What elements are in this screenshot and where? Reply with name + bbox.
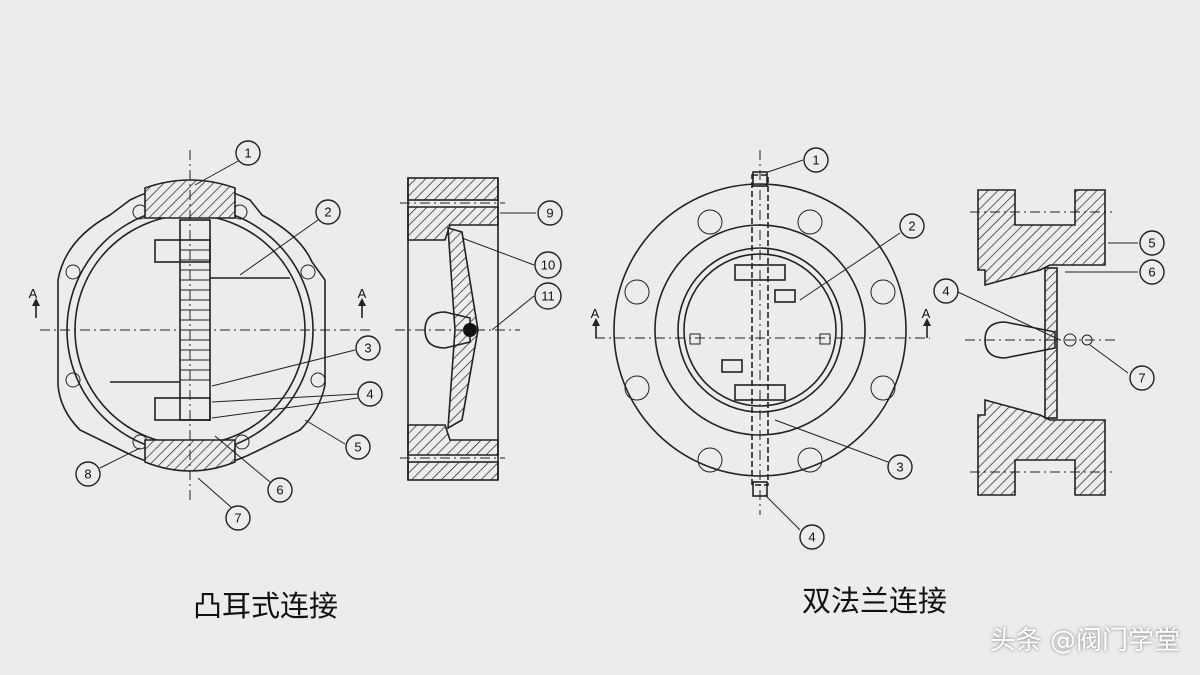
callout-9: 9 [537, 200, 563, 226]
svg-text:6: 6 [276, 483, 283, 498]
caption-double-flange-connection: 双法兰连接 [802, 586, 948, 618]
watermark: 头条 @阀门学堂 [989, 626, 1180, 656]
flange-valve-side-view [965, 189, 1115, 496]
callout-5-left: 5 [345, 434, 371, 460]
callout-1-right: 1 [803, 147, 829, 173]
callout-2-right: 2 [899, 213, 925, 239]
callout-3-left: 3 [355, 335, 381, 361]
callout-4-left: 4 [357, 381, 383, 407]
callout-8-left: 8 [75, 461, 101, 487]
callout-5-right-side: 5 [1139, 230, 1165, 256]
svg-text:10: 10 [541, 258, 555, 273]
callout-6-right-side: 6 [1139, 259, 1165, 285]
callout-4-right-side: 4 [933, 278, 959, 304]
svg-text:4: 4 [366, 387, 373, 402]
callout-7-left: 7 [225, 505, 251, 531]
callout-6-left: 6 [267, 477, 293, 503]
svg-text:5: 5 [354, 440, 361, 455]
callout-3-right: 3 [887, 454, 913, 480]
section-mark-a: A [29, 286, 38, 301]
svg-text:6: 6 [1148, 265, 1155, 280]
svg-text:7: 7 [1138, 371, 1145, 386]
svg-text:1: 1 [812, 153, 819, 168]
svg-text:3: 3 [896, 460, 903, 475]
callout-11: 11 [534, 282, 562, 310]
svg-text:9: 9 [546, 206, 553, 221]
callout-2-left: 2 [315, 199, 341, 225]
svg-text:3: 3 [364, 341, 371, 356]
bolt-holes [624, 209, 896, 473]
svg-text:2: 2 [908, 219, 915, 234]
callout-7-right-side: 7 [1129, 365, 1155, 391]
svg-text:4: 4 [942, 284, 949, 299]
section-mark-a: A [358, 286, 367, 301]
callout-4-right: 4 [799, 524, 825, 550]
flange-valve-front-view [592, 150, 931, 515]
svg-text:2: 2 [324, 205, 331, 220]
callout-1-left: 1 [235, 140, 261, 166]
leader-lines [99, 159, 1138, 531]
svg-text:11: 11 [541, 289, 555, 304]
lug-valve-side-view [395, 177, 520, 481]
svg-text:7: 7 [234, 511, 241, 526]
svg-text:4: 4 [808, 530, 815, 545]
lug-valve-front-view [32, 150, 370, 500]
callout-10: 10 [534, 251, 562, 279]
caption-lug-connection: 凸耳式连接 [193, 591, 339, 623]
svg-text:8: 8 [84, 467, 91, 482]
svg-text:1: 1 [244, 146, 251, 161]
section-mark-a: A [922, 306, 931, 321]
section-mark-a: A [591, 306, 600, 321]
svg-text:5: 5 [1148, 236, 1155, 251]
